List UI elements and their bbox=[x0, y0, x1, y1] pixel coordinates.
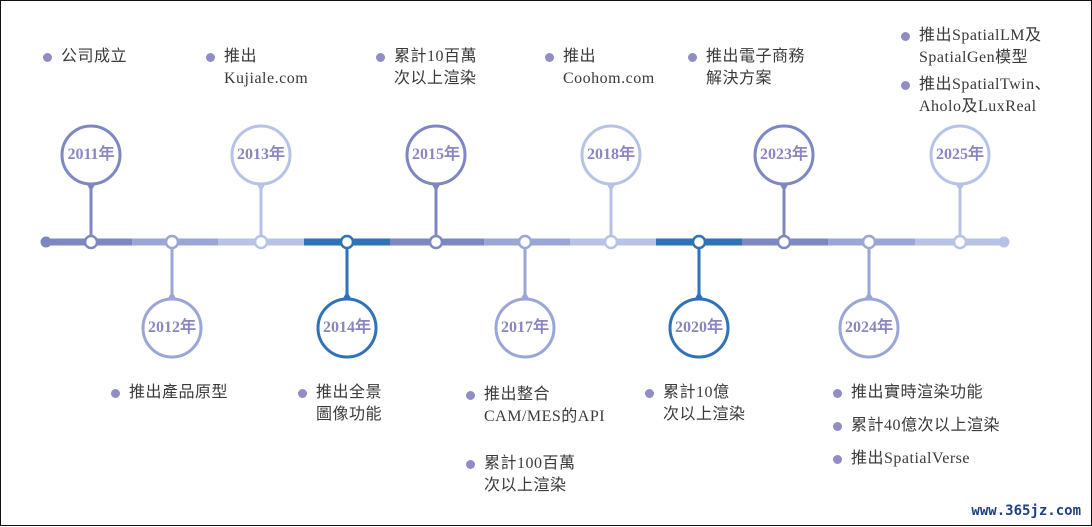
bullet-icon bbox=[901, 32, 910, 41]
milestone-events: 推出實時渲染功能累計40億次以上渲染推出SpatialVerse bbox=[831, 382, 1000, 481]
event-item: 累計10百萬 次以上渲染 bbox=[374, 46, 477, 90]
event-text: 推出整合 CAM/MES的API bbox=[484, 386, 606, 425]
milestone-events: 推出SpatialLM及 SpatialGen模型推出SpatialTwin、 … bbox=[899, 25, 1051, 123]
milestone-circle bbox=[838, 297, 900, 359]
event-item: 推出全景 圖像功能 bbox=[296, 382, 382, 426]
event-item: 推出產品原型 bbox=[109, 382, 228, 404]
milestone-events: 推出產品原型 bbox=[109, 382, 228, 409]
event-text: 累計40億次以上渲染 bbox=[851, 417, 1001, 434]
event-item: 推出 Coohom.com bbox=[543, 46, 655, 90]
milestone-circle bbox=[316, 297, 378, 359]
timeline-end-cap bbox=[998, 236, 1010, 248]
bullet-icon bbox=[43, 53, 52, 62]
event-text: 推出SpatialTwin、 Aholo及LuxReal bbox=[919, 76, 1052, 115]
milestone-node bbox=[253, 234, 269, 250]
milestone-year: 2015年 bbox=[411, 146, 460, 163]
event-item: 推出SpatialLM及 SpatialGen模型 bbox=[899, 25, 1051, 69]
watermark: www.365jz.com bbox=[971, 503, 1081, 519]
milestone-circle bbox=[929, 124, 991, 186]
milestone-node bbox=[861, 234, 877, 250]
milestone-year: 2018年 bbox=[586, 146, 635, 163]
event-item: 累計40億次以上渲染 bbox=[831, 415, 1000, 437]
milestone-circle bbox=[141, 297, 203, 359]
bullet-icon bbox=[833, 389, 842, 398]
milestone-circle bbox=[580, 124, 642, 186]
milestone-year: 2012年 bbox=[147, 319, 196, 336]
milestone-year: 2014年 bbox=[322, 319, 371, 336]
milestone-node bbox=[691, 234, 707, 250]
event-text: 推出SpatialVerse bbox=[851, 450, 970, 467]
bullet-icon bbox=[376, 53, 385, 62]
milestone-year: 2013年 bbox=[236, 146, 285, 163]
milestone-circle bbox=[60, 124, 122, 186]
milestone-year: 2023年 bbox=[759, 146, 808, 163]
event-text: 推出全景 圖像功能 bbox=[316, 384, 383, 423]
milestone-circle bbox=[494, 297, 556, 359]
milestone-circle bbox=[668, 297, 730, 359]
event-item: 推出SpatialTwin、 Aholo及LuxReal bbox=[899, 74, 1051, 118]
bullet-icon bbox=[688, 53, 697, 62]
milestone-node bbox=[776, 234, 792, 250]
event-item: 推出整合 CAM/MES的API bbox=[464, 384, 605, 428]
event-text: 累計10百萬 次以上渲染 bbox=[394, 48, 478, 87]
bullet-icon bbox=[545, 53, 554, 62]
event-item: 推出實時渲染功能 bbox=[831, 382, 1000, 404]
event-text: 累計10億 次以上渲染 bbox=[663, 384, 746, 423]
event-text: 推出實時渲染功能 bbox=[851, 384, 984, 401]
milestone-events: 推出 Kujiale.com bbox=[204, 46, 308, 95]
event-text: 公司成立 bbox=[61, 48, 128, 65]
milestone-node bbox=[339, 234, 355, 250]
milestone-events: 推出整合 CAM/MES的API 累計100百萬 次以上渲染 bbox=[464, 384, 605, 502]
event-text: 推出 Coohom.com bbox=[563, 48, 655, 87]
event-text: 推出SpatialLM及 SpatialGen模型 bbox=[919, 27, 1042, 66]
bullet-icon bbox=[901, 81, 910, 90]
milestone-circle bbox=[405, 124, 467, 186]
milestone-year: 2017年 bbox=[500, 319, 549, 336]
milestone-year: 2024年 bbox=[844, 319, 893, 336]
milestone-node bbox=[428, 234, 444, 250]
milestone-node bbox=[517, 234, 533, 250]
milestone-events: 累計10百萬 次以上渲染 bbox=[374, 46, 477, 95]
timeline-start-cap bbox=[40, 236, 52, 248]
milestone-year: 2025年 bbox=[935, 146, 984, 163]
event-item: 累計100百萬 次以上渲染 bbox=[464, 453, 605, 497]
event-item: 推出電子商務 解決方案 bbox=[686, 46, 805, 90]
milestone-node bbox=[603, 234, 619, 250]
milestone-events: 公司成立 bbox=[41, 46, 127, 73]
milestone-circle bbox=[753, 124, 815, 186]
milestone-events: 推出 Coohom.com bbox=[543, 46, 655, 95]
bullet-icon bbox=[466, 460, 475, 469]
event-item: 推出SpatialVerse bbox=[831, 448, 1000, 470]
event-item: 推出 Kujiale.com bbox=[204, 46, 308, 90]
bullet-icon bbox=[833, 422, 842, 431]
milestone-events: 推出全景 圖像功能 bbox=[296, 382, 382, 431]
event-item: 累計10億 次以上渲染 bbox=[643, 382, 746, 426]
event-item: 公司成立 bbox=[41, 46, 127, 68]
bullet-icon bbox=[298, 389, 307, 398]
milestone-events: 推出電子商務 解決方案 bbox=[686, 46, 805, 95]
event-text: 推出產品原型 bbox=[129, 384, 229, 401]
bullet-icon bbox=[645, 389, 654, 398]
milestone-events: 累計10億 次以上渲染 bbox=[643, 382, 746, 431]
bullet-icon bbox=[466, 391, 475, 400]
milestone-node bbox=[164, 234, 180, 250]
milestone-node bbox=[952, 234, 968, 250]
milestone-year: 2020年 bbox=[674, 319, 723, 336]
event-text: 推出電子商務 解決方案 bbox=[706, 48, 806, 87]
milestone-year: 2011年 bbox=[67, 146, 115, 163]
bullet-icon bbox=[833, 455, 842, 464]
bullet-icon bbox=[111, 389, 120, 398]
event-text: 累計100百萬 次以上渲染 bbox=[484, 455, 576, 494]
bullet-icon bbox=[206, 53, 215, 62]
milestone-node bbox=[83, 234, 99, 250]
milestone-circle bbox=[230, 124, 292, 186]
event-text: 推出 Kujiale.com bbox=[224, 48, 309, 87]
